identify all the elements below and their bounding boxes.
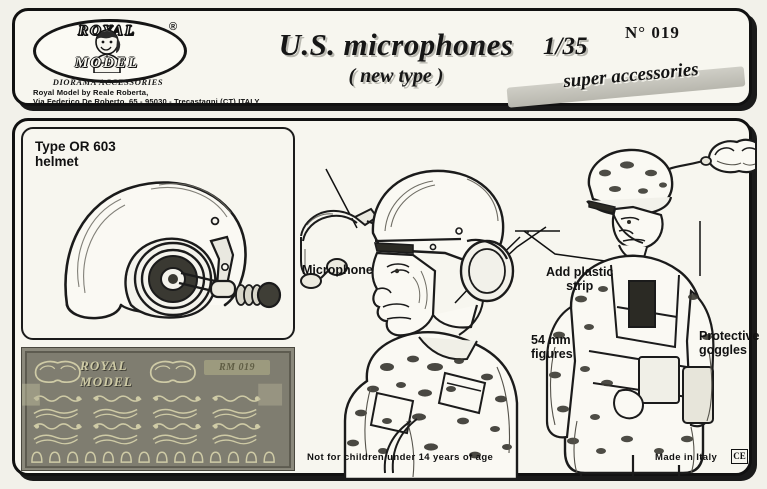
logo-figure-icon xyxy=(93,29,121,73)
made-in-italy-text: Made in Italy xyxy=(655,452,718,463)
callout-plastic-line-1: Add plastic xyxy=(546,265,614,279)
product-title: U.S. microphones xyxy=(278,27,514,62)
header-panel: ROYAL MODEL ® DIORAMA ACCESSORIES Royal … xyxy=(12,8,752,108)
helmet-type-line-1: Type OR 603 xyxy=(35,139,116,154)
callout-leader-lines xyxy=(325,168,701,304)
fret-brand-line-2: MODEL xyxy=(80,374,133,389)
callout-figures-line-2: figures xyxy=(531,347,573,361)
fret-code-label: RM 019 xyxy=(204,360,270,375)
callout-microphone: Microphone xyxy=(302,263,373,277)
age-warning-text: Not for children under 14 years of age xyxy=(307,452,494,463)
photoetch-fret: ROYAL MODEL RM 019 xyxy=(21,347,295,471)
helmet-type-label: Type OR 603 helmet xyxy=(35,139,116,169)
helmet-detail-panel: Type OR 603 helmet xyxy=(21,127,295,340)
callout-goggles: Protective goggles xyxy=(699,329,759,357)
registered-mark-icon: ® xyxy=(169,21,178,33)
fret-brand-line-1: ROYAL xyxy=(80,358,128,373)
fret-parts-illustration xyxy=(22,350,292,469)
product-subtitle: ( new type ) xyxy=(348,65,444,87)
ce-mark-icon: CE xyxy=(731,449,748,464)
logo-model-text: MODEL xyxy=(74,55,140,71)
protective-goggles-illustration xyxy=(668,138,755,174)
callout-figures: 54 mm figures xyxy=(531,333,573,361)
callout-goggles-line-2: goggles xyxy=(699,343,747,357)
callout-goggles-line-1: Protective xyxy=(699,329,760,343)
soldier-figure-illustration xyxy=(545,148,715,479)
company-address: Royal Model by Reale Roberta, Via Federi… xyxy=(33,88,293,106)
address-line-2: Via Federico De Roberto, 65 - 95030 - Tr… xyxy=(33,96,260,106)
address-line-1: Royal Model by Reale Roberta, xyxy=(33,88,149,97)
callout-figures-line-1: 54 mm xyxy=(531,333,571,347)
pilot-bust-illustration xyxy=(343,169,519,479)
part-number-label: N° 019 xyxy=(625,23,680,42)
brand-logo: ROYAL MODEL ® DIORAMA ACCESSORIES Royal … xyxy=(25,17,259,105)
helmet-illustration xyxy=(64,181,282,320)
main-content-panel: Type OR 603 helmet xyxy=(12,118,759,479)
helmet-type-line-2: helmet xyxy=(35,154,79,169)
logo-tagline: DIORAMA ACCESSORIES xyxy=(52,77,164,87)
callout-plastic-strip: Add plastic strip xyxy=(546,265,613,293)
callout-plastic-line-2: strip xyxy=(566,279,594,293)
scale-label: 1/35 xyxy=(543,33,588,60)
